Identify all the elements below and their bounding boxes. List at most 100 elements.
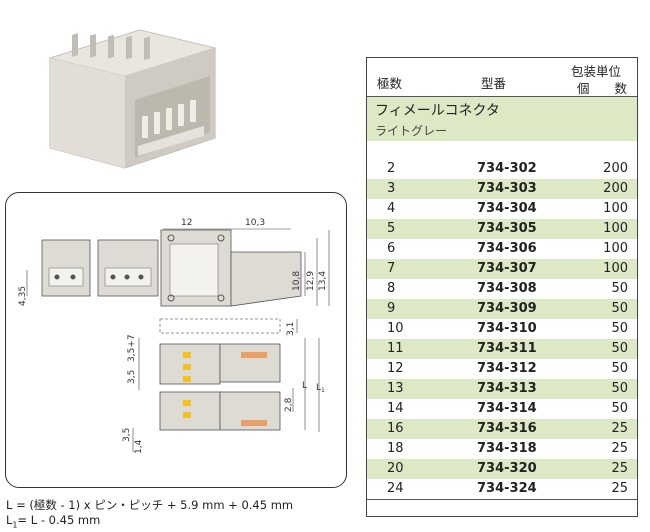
table-row: 4 734-304 100 — [367, 199, 637, 219]
header-pack-unit: 包装単位 — [571, 64, 622, 79]
cell-part-number: 734-312 — [477, 361, 537, 376]
connector-product-image — [48, 29, 217, 169]
cell-poles: 5 — [387, 221, 396, 236]
cell-poles: 16 — [387, 421, 404, 436]
dim-2-8: 2,8 — [284, 397, 294, 412]
cell-part-number: 734-308 — [477, 281, 537, 296]
cell-poles: 9 — [387, 301, 396, 316]
cell-part-number: 734-324 — [477, 481, 537, 496]
table-row: 5 734-305 100 — [367, 219, 637, 239]
header-divider — [367, 96, 637, 97]
cell-pack-qty: 25 — [611, 481, 628, 496]
section-title: フィメールコネクタ — [375, 103, 500, 119]
table-row: 12 734-312 50 — [367, 359, 637, 379]
side-view-nose — [230, 251, 302, 307]
header-part-number: 型番 — [481, 76, 507, 91]
cell-part-number: 734-307 — [477, 261, 537, 276]
cell-poles: 14 — [387, 401, 404, 416]
table-row: 7 734-307 100 — [367, 259, 637, 279]
table-bottom-divider — [367, 499, 637, 500]
cell-poles: 7 — [387, 261, 396, 276]
cell-poles: 3 — [387, 181, 396, 196]
formula-l1-sub: 1 — [12, 520, 18, 530]
table-row: 20 734-320 25 — [367, 459, 637, 479]
dim-l1: L1 — [316, 383, 325, 394]
dim-l1-sub: 1 — [321, 387, 325, 394]
cell-poles: 8 — [387, 281, 396, 296]
dim-4-35: 4,35 — [18, 286, 28, 306]
dim-3-5-b: 3,5 — [122, 428, 132, 442]
dim-3-5-7: 3,5+7 — [127, 334, 137, 362]
dimension-drawing: 12 10,3 10,8 12,9 13,4 4,35 3,1 3,5+7 3,… — [18, 218, 330, 454]
formula-l1-rest: = L - 0.45 mm — [17, 513, 101, 527]
formula-l1-var: L — [6, 513, 13, 527]
cell-poles: 10 — [387, 321, 404, 336]
table-row: 9 734-309 50 — [367, 299, 637, 319]
cell-part-number: 734-318 — [477, 441, 537, 456]
dim-10-3: 10,3 — [245, 218, 265, 228]
cell-part-number: 734-314 — [477, 401, 537, 416]
table-row: 10 734-310 50 — [367, 319, 637, 339]
cell-poles: 2 — [387, 161, 396, 176]
table-row: 13 734-313 50 — [367, 379, 637, 399]
cell-pack-qty: 25 — [611, 421, 628, 436]
cell-part-number: 734-310 — [477, 321, 537, 336]
dim-l1-main: L — [316, 383, 321, 393]
dim-l: L — [302, 381, 307, 391]
section-band: フィメールコネクタ ライトグレー — [367, 97, 637, 141]
cell-poles: 24 — [387, 481, 404, 496]
cell-pack-qty: 100 — [603, 261, 628, 276]
dim-12-9: 12,9 — [306, 271, 316, 291]
cell-pack-qty: 50 — [611, 361, 628, 376]
cell-poles: 13 — [387, 381, 404, 396]
cell-part-number: 734-313 — [477, 381, 537, 396]
table-row: 8 734-308 50 — [367, 279, 637, 299]
cell-part-number: 734-320 — [477, 461, 537, 476]
cell-pack-qty: 25 — [611, 461, 628, 476]
part-number-table: 極数 型番 包装単位 個 数 フィメールコネクタ ライトグレー 2 734-302… — [366, 57, 638, 517]
dimension-drawing-panel — [5, 192, 347, 488]
cell-pack-qty: 100 — [603, 201, 628, 216]
dim-3-5-a: 3,5 — [127, 370, 137, 384]
cell-part-number: 734-305 — [477, 221, 537, 236]
cell-part-number: 734-311 — [477, 341, 537, 356]
cell-part-number: 734-304 — [477, 201, 537, 216]
cell-pack-qty: 100 — [603, 241, 628, 256]
cell-poles: 6 — [387, 241, 396, 256]
cell-pack-qty: 25 — [611, 441, 628, 456]
cell-poles: 18 — [387, 441, 404, 456]
cell-pack-qty: 100 — [603, 221, 628, 236]
dim-12: 12 — [181, 218, 192, 228]
cell-poles: 12 — [387, 361, 404, 376]
cell-part-number: 734-306 — [477, 241, 537, 256]
top-view-body-lower — [159, 391, 221, 431]
cell-poles: 4 — [387, 201, 396, 216]
table-row: 6 734-306 100 — [367, 239, 637, 259]
cell-pack-qty: 200 — [603, 161, 628, 176]
table-row: 24 734-324 25 — [367, 479, 637, 499]
table-row: 16 734-316 25 — [367, 419, 637, 439]
section-subtitle: ライトグレー — [375, 124, 448, 138]
table-row: 3 734-303 200 — [367, 179, 637, 199]
cell-poles: 20 — [387, 461, 404, 476]
cell-pack-qty: 50 — [611, 401, 628, 416]
table-row: 14 734-314 50 — [367, 399, 637, 419]
cell-part-number: 734-302 — [477, 161, 537, 176]
table-row: 11 734-311 50 — [367, 339, 637, 359]
dim-3-1: 3,1 — [286, 322, 296, 336]
cell-pack-qty: 50 — [611, 381, 628, 396]
cell-pack-qty: 200 — [603, 181, 628, 196]
cell-pack-qty: 50 — [611, 321, 628, 336]
header-poles: 極数 — [377, 76, 403, 91]
cell-pack-qty: 50 — [611, 341, 628, 356]
cell-part-number: 734-316 — [477, 421, 537, 436]
header-pack-qty: 個 数 — [577, 81, 628, 96]
cell-part-number: 734-303 — [477, 181, 537, 196]
cell-poles: 11 — [387, 341, 404, 356]
cell-pack-qty: 50 — [611, 281, 628, 296]
cell-part-number: 734-309 — [477, 301, 537, 316]
dim-10-8: 10,8 — [292, 271, 302, 291]
table-row: 2 734-302 200 — [367, 159, 637, 179]
formula-l1: L1= L - 0.45 mm — [6, 513, 100, 529]
cell-pack-qty: 50 — [611, 301, 628, 316]
